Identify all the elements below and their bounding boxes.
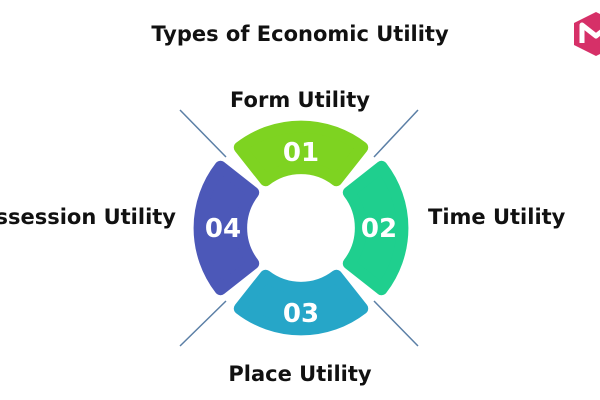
brand-logo-icon [574,12,600,56]
label-time-utility: Time Utility [428,205,566,229]
connector-line-bottom-right [373,300,419,347]
label-form-utility: Form Utility [230,88,370,112]
connector-line-top-left [179,109,227,158]
ring-segments [193,120,409,336]
segment-02-number: 02 [361,214,397,244]
label-place-utility: Place Utility [228,362,372,386]
segment-04-number: 04 [205,214,241,244]
segment-03-number: 03 [283,299,319,329]
connector-line-top-right [373,109,419,158]
label-possession-utility: ssession Utility [0,205,176,229]
segment-04 [193,160,260,296]
segment-01 [233,120,369,187]
segment-01-number: 01 [283,138,319,168]
segment-03 [233,269,369,336]
diagram-title: Types of Economic Utility [151,22,449,46]
segment-02 [342,160,409,296]
connector-lines [179,109,419,347]
connector-line-bottom-left [179,300,227,347]
